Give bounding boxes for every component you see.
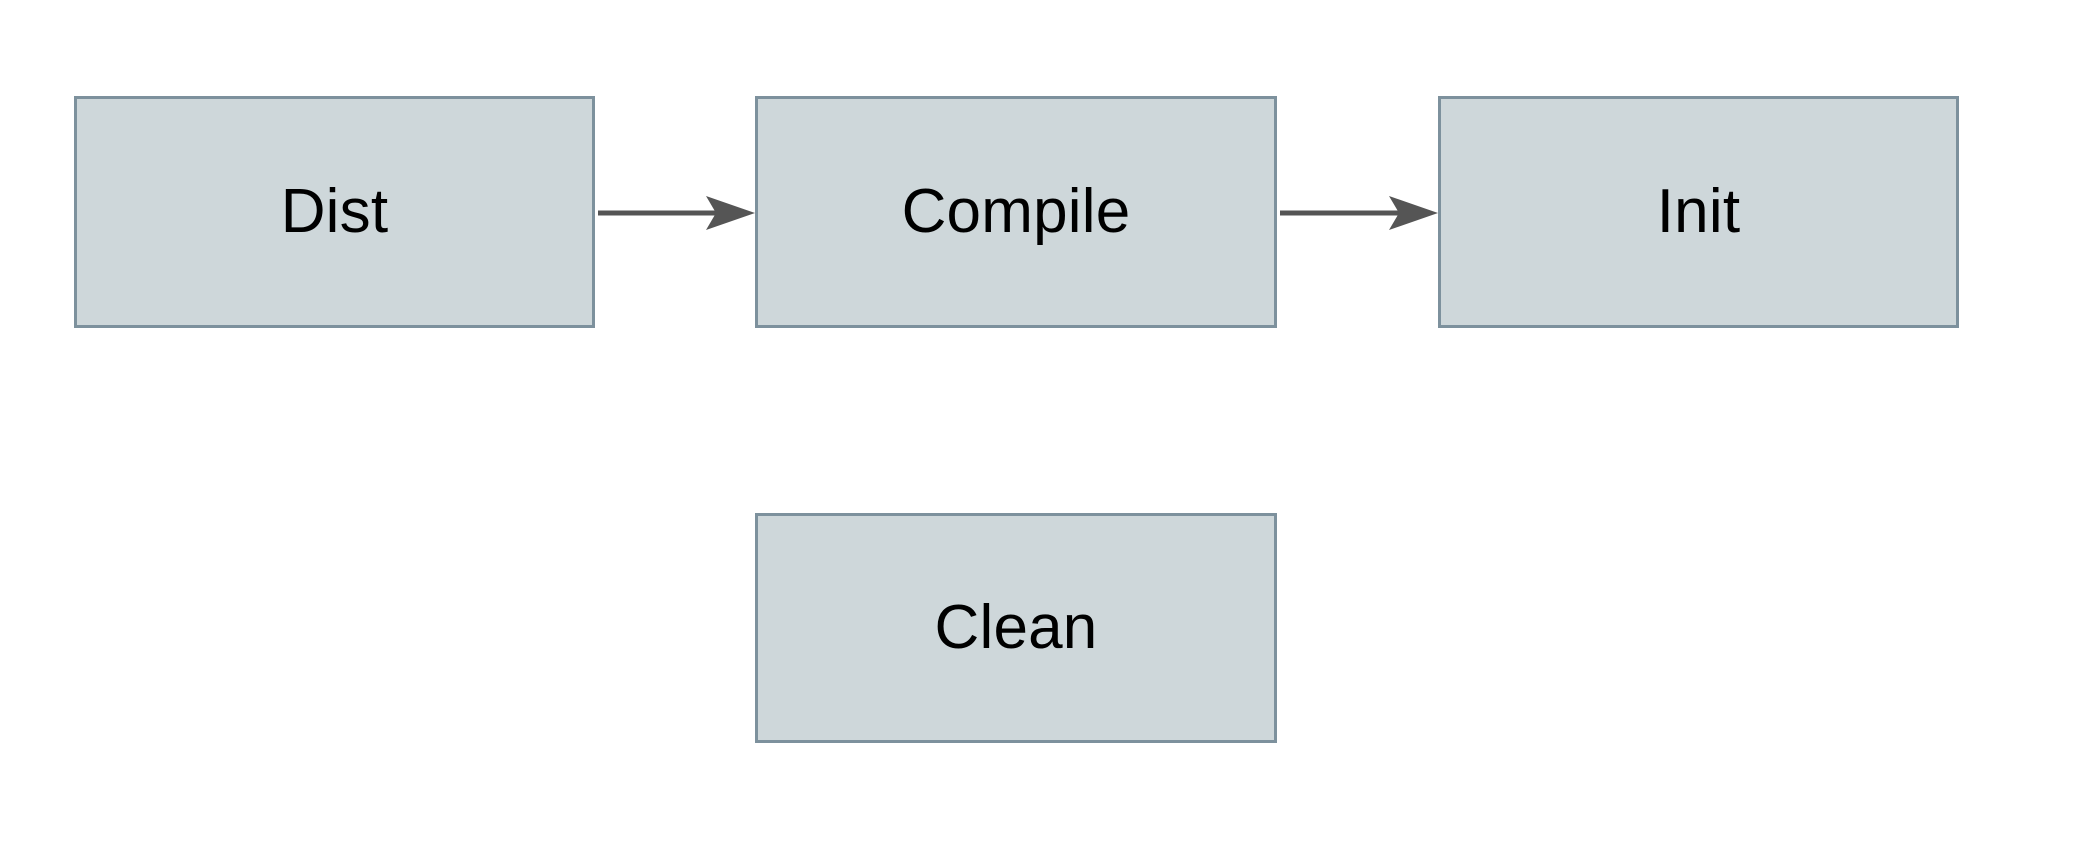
node-compile[interactable]: Compile — [755, 96, 1277, 328]
node-init[interactable]: Init — [1438, 96, 1959, 328]
node-dist-label: Dist — [280, 177, 389, 246]
node-init-label: Init — [1656, 177, 1741, 246]
arrowhead-compile-init — [1389, 196, 1438, 230]
arrowhead-dist-compile — [706, 196, 755, 230]
node-dist[interactable]: Dist — [74, 96, 595, 328]
node-clean[interactable]: Clean — [755, 513, 1277, 743]
node-clean-label: Clean — [934, 593, 1098, 662]
node-compile-label: Compile — [901, 177, 1131, 246]
